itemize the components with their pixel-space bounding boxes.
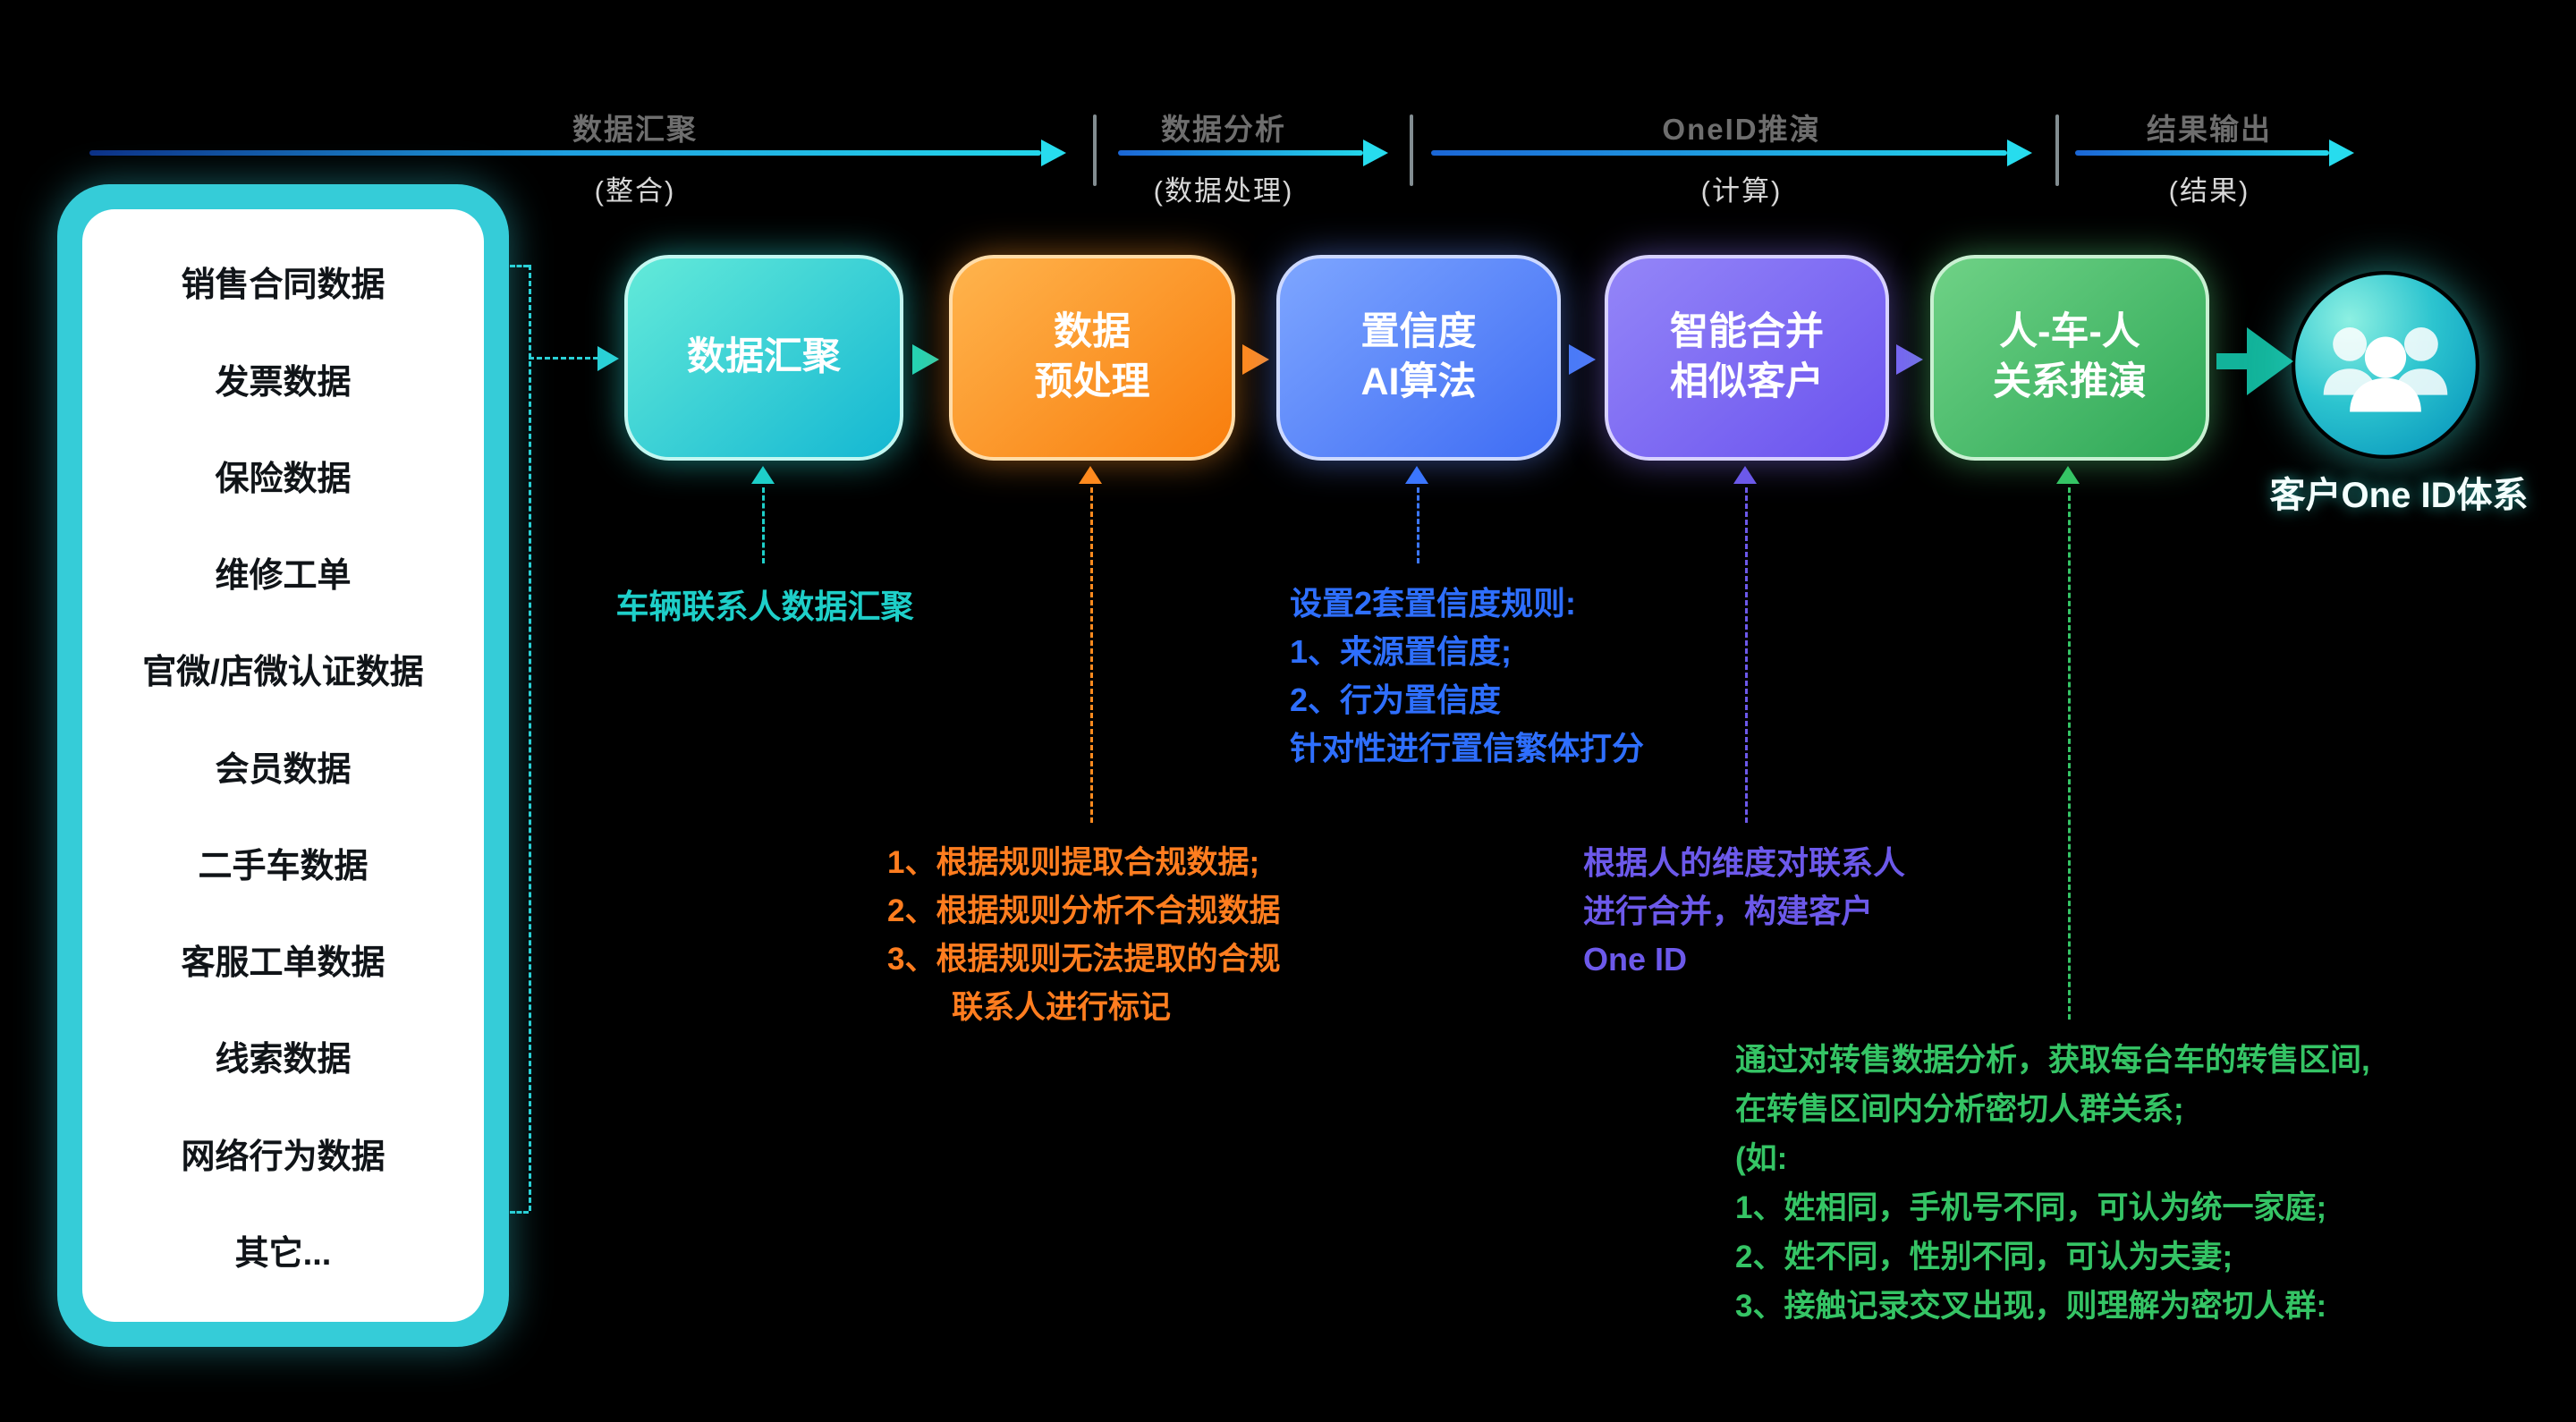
note-preprocess-arrow-head [1079, 466, 1102, 484]
step-merge-similar-customers: 智能合并 相似客户 [1605, 255, 1889, 461]
phase-arrow-3 [1431, 150, 2007, 156]
note-line: 根据人的维度对联系人 [1583, 844, 1906, 881]
note-line: 3、接触记录交叉出现，则理解为密切人群: [1735, 1289, 2327, 1324]
note-relation: 通过对转售数据分析，获取每台车的转售区间, 在转售区间内分析密切人群关系; (如… [1735, 1036, 2370, 1331]
note-line: 在转售区间内分析密切人群关系; [1735, 1092, 2184, 1127]
source-item: 发票数据 [215, 363, 352, 402]
flow-arrow-3 [1569, 344, 1596, 375]
flow-arrow-2 [1242, 344, 1269, 375]
note-line: 2、根据规则分析不合规数据 [887, 893, 1281, 928]
note-line: 进行合并，构建客户 [1583, 893, 1874, 929]
step-label: 数据汇聚 [687, 335, 841, 379]
note-preprocess-arrow-line [1090, 487, 1093, 823]
note-line: 3、根据规则无法提取的合规 [887, 942, 1281, 977]
note-confidence: 设置2套置信度规则: 1、来源置信度; 2、行为置信度 针对性进行置信繁体打分 [1290, 580, 1644, 773]
data-sources-list: 销售合同数据 发票数据 保险数据 维修工单 官微/店微认证数据 会员数据 二手车… [82, 209, 484, 1322]
phase-arrow-2-head [1363, 140, 1388, 166]
phase-arrow-2 [1118, 150, 1363, 156]
phase-3-label: OneID推演 [1662, 113, 1821, 146]
note-merge-arrow-head [1733, 466, 1757, 484]
step-label: 相似客户 [1670, 360, 1824, 403]
phase-4-label: 结果输出 [2147, 113, 2272, 146]
note-line: 车辆联系人数据汇聚 [615, 588, 914, 625]
source-item: 官微/店微认证数据 [142, 654, 424, 692]
flow-arrow-1 [912, 344, 939, 375]
note-line: One ID [1583, 941, 1688, 978]
source-item: 网络行为数据 [181, 1138, 386, 1176]
sources-connector-line [529, 265, 531, 1211]
note-line: 针对性进行置信繁体打分 [1290, 730, 1645, 766]
phase-arrow-4 [2075, 150, 2329, 156]
step-data-aggregation: 数据汇聚 [624, 255, 903, 461]
step-label: 关系推演 [1993, 360, 2147, 403]
sources-connector-stub-bottom [510, 1211, 529, 1214]
note-line: (如: [1735, 1141, 1788, 1176]
note-line: 1、姓相同，手机号不同，可认为统一家庭; [1735, 1190, 2327, 1225]
note-relation-arrow-head [2056, 466, 2080, 484]
source-item: 客服工单数据 [181, 944, 386, 982]
sources-to-step-arrow [529, 357, 598, 360]
phase-separator-1 [1093, 114, 1097, 186]
note-aggregation-arrow-head [751, 466, 775, 484]
note-merge: 根据人的维度对联系人 进行合并，构建客户 One ID [1583, 839, 1905, 984]
note-line: 2、姓不同，性别不同，可认为夫妻; [1735, 1240, 2233, 1274]
phase-3-sub: (计算) [1700, 175, 1783, 207]
source-item: 二手车数据 [198, 847, 369, 885]
phase-separator-3 [2055, 114, 2059, 186]
sources-connector-stub-top [510, 265, 529, 267]
note-line: 设置2套置信度规则: [1290, 585, 1577, 622]
source-item: 维修工单 [215, 557, 352, 595]
phase-2-sub: (数据处理) [1153, 175, 1294, 207]
step-label: 智能合并 [1670, 310, 1824, 354]
phase-separator-2 [1410, 114, 1413, 186]
phase-arrow-4-head [2329, 140, 2354, 166]
phase-1-label: 数据汇聚 [572, 113, 698, 146]
final-arrow-head [2247, 327, 2293, 395]
note-preprocess: 1、根据规则提取合规数据; 2、根据规则分析不合规数据 3、根据规则无法提取的合… [887, 839, 1280, 1032]
note-aggregation: 车辆联系人数据汇聚 [590, 580, 939, 628]
note-confidence-arrow-head [1405, 466, 1428, 484]
step-label: 人-车-人 [1999, 310, 2140, 354]
step-label: 数据 [1054, 310, 1131, 354]
result-label: 客户One ID体系 [2269, 476, 2529, 515]
customers-group-icon [2292, 271, 2479, 459]
phase-1-sub: (整合) [594, 175, 676, 207]
note-line: 2、行为置信度 [1290, 681, 1502, 718]
note-merge-arrow-line [1745, 487, 1748, 823]
source-item: 保险数据 [215, 460, 352, 498]
phase-arrow-1 [89, 150, 1041, 156]
note-line: 1、根据规则提取合规数据; [887, 845, 1260, 880]
step-label: 置信度 [1360, 310, 1477, 354]
step-label: 预处理 [1034, 360, 1150, 403]
note-aggregation-arrow-line [762, 487, 765, 563]
sources-to-step-arrow-head [597, 346, 619, 371]
source-item: 会员数据 [215, 750, 352, 789]
data-sources-panel: 销售合同数据 发票数据 保险数据 维修工单 官微/店微认证数据 会员数据 二手车… [57, 184, 509, 1347]
note-relation-arrow-line [2068, 487, 2071, 1020]
step-data-preprocess: 数据 预处理 [949, 255, 1235, 461]
source-item: 销售合同数据 [181, 267, 386, 305]
note-line: 1、来源置信度; [1290, 633, 1513, 670]
note-line: 联系人进行标记 [952, 990, 1172, 1025]
phase-2-label: 数据分析 [1161, 113, 1286, 146]
note-confidence-arrow-line [1417, 487, 1419, 563]
step-person-car-person-relation: 人-车-人 关系推演 [1930, 255, 2209, 461]
source-item: 线索数据 [215, 1041, 352, 1079]
step-label: AI算法 [1360, 360, 1477, 403]
step-confidence-ai: 置信度 AI算法 [1276, 255, 1561, 461]
phase-4-sub: (结果) [2168, 175, 2250, 207]
flow-arrow-4 [1896, 344, 1923, 375]
note-line: 通过对转售数据分析，获取每台车的转售区间, [1735, 1043, 2370, 1078]
source-item: 其它... [234, 1234, 332, 1273]
phase-arrow-3-head [2007, 140, 2032, 166]
phase-arrow-1-head [1041, 140, 1066, 166]
